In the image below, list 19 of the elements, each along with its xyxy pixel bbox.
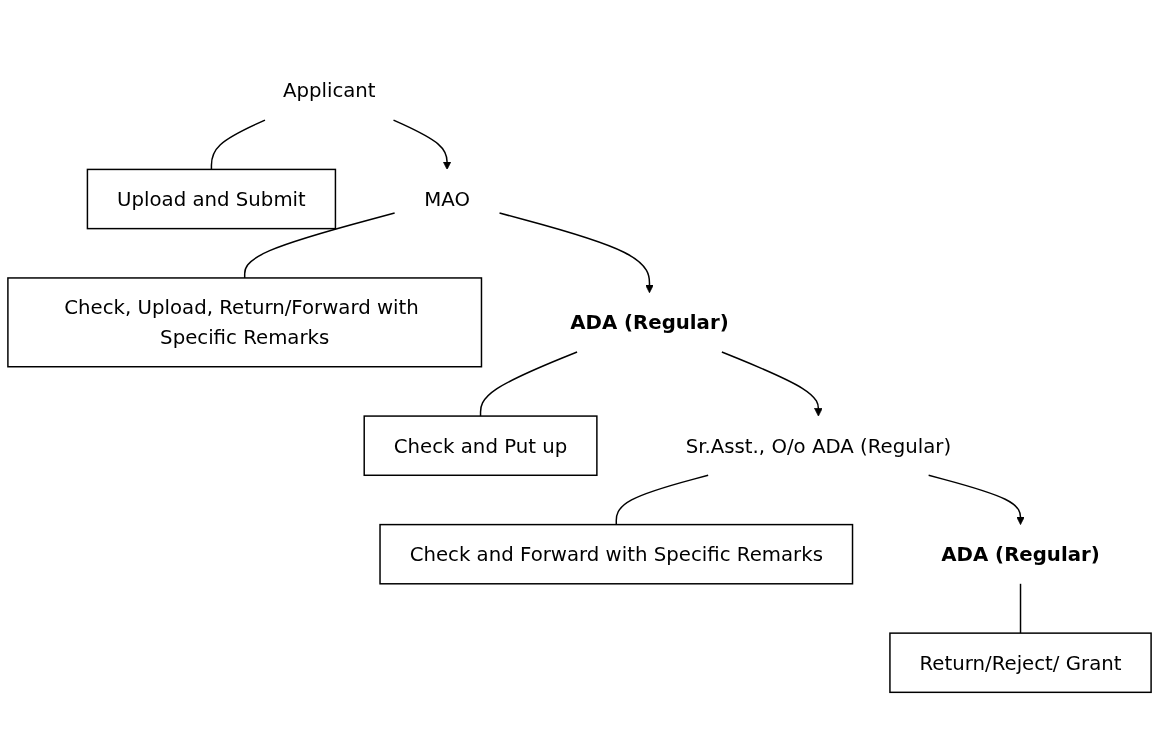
node-text: MAO xyxy=(424,187,470,211)
connector xyxy=(210,119,266,171)
arrow xyxy=(498,212,654,294)
node-box: Return/Reject/ Grant xyxy=(889,632,1152,693)
connector xyxy=(243,212,396,279)
node-text: Applicant xyxy=(282,78,376,103)
node-text: Sr.Asst., O/o ADA (Regular) xyxy=(685,433,952,458)
arrow xyxy=(927,474,1025,525)
arrow xyxy=(392,119,452,170)
connector xyxy=(1019,582,1022,634)
node-text: ADA (Regular) xyxy=(570,310,729,335)
node-text: ADA (Regular) xyxy=(941,542,1100,566)
arrow xyxy=(721,351,823,417)
node-box: Check and Forward with Specific Remarks xyxy=(379,523,854,585)
node-box: Upload and Submit xyxy=(86,168,337,230)
connector xyxy=(615,474,709,526)
node-box: Check and Put up xyxy=(363,415,598,476)
connector xyxy=(479,351,578,417)
node-box: Check, Upload, Return/Forward with Specific Remarks xyxy=(7,277,483,368)
